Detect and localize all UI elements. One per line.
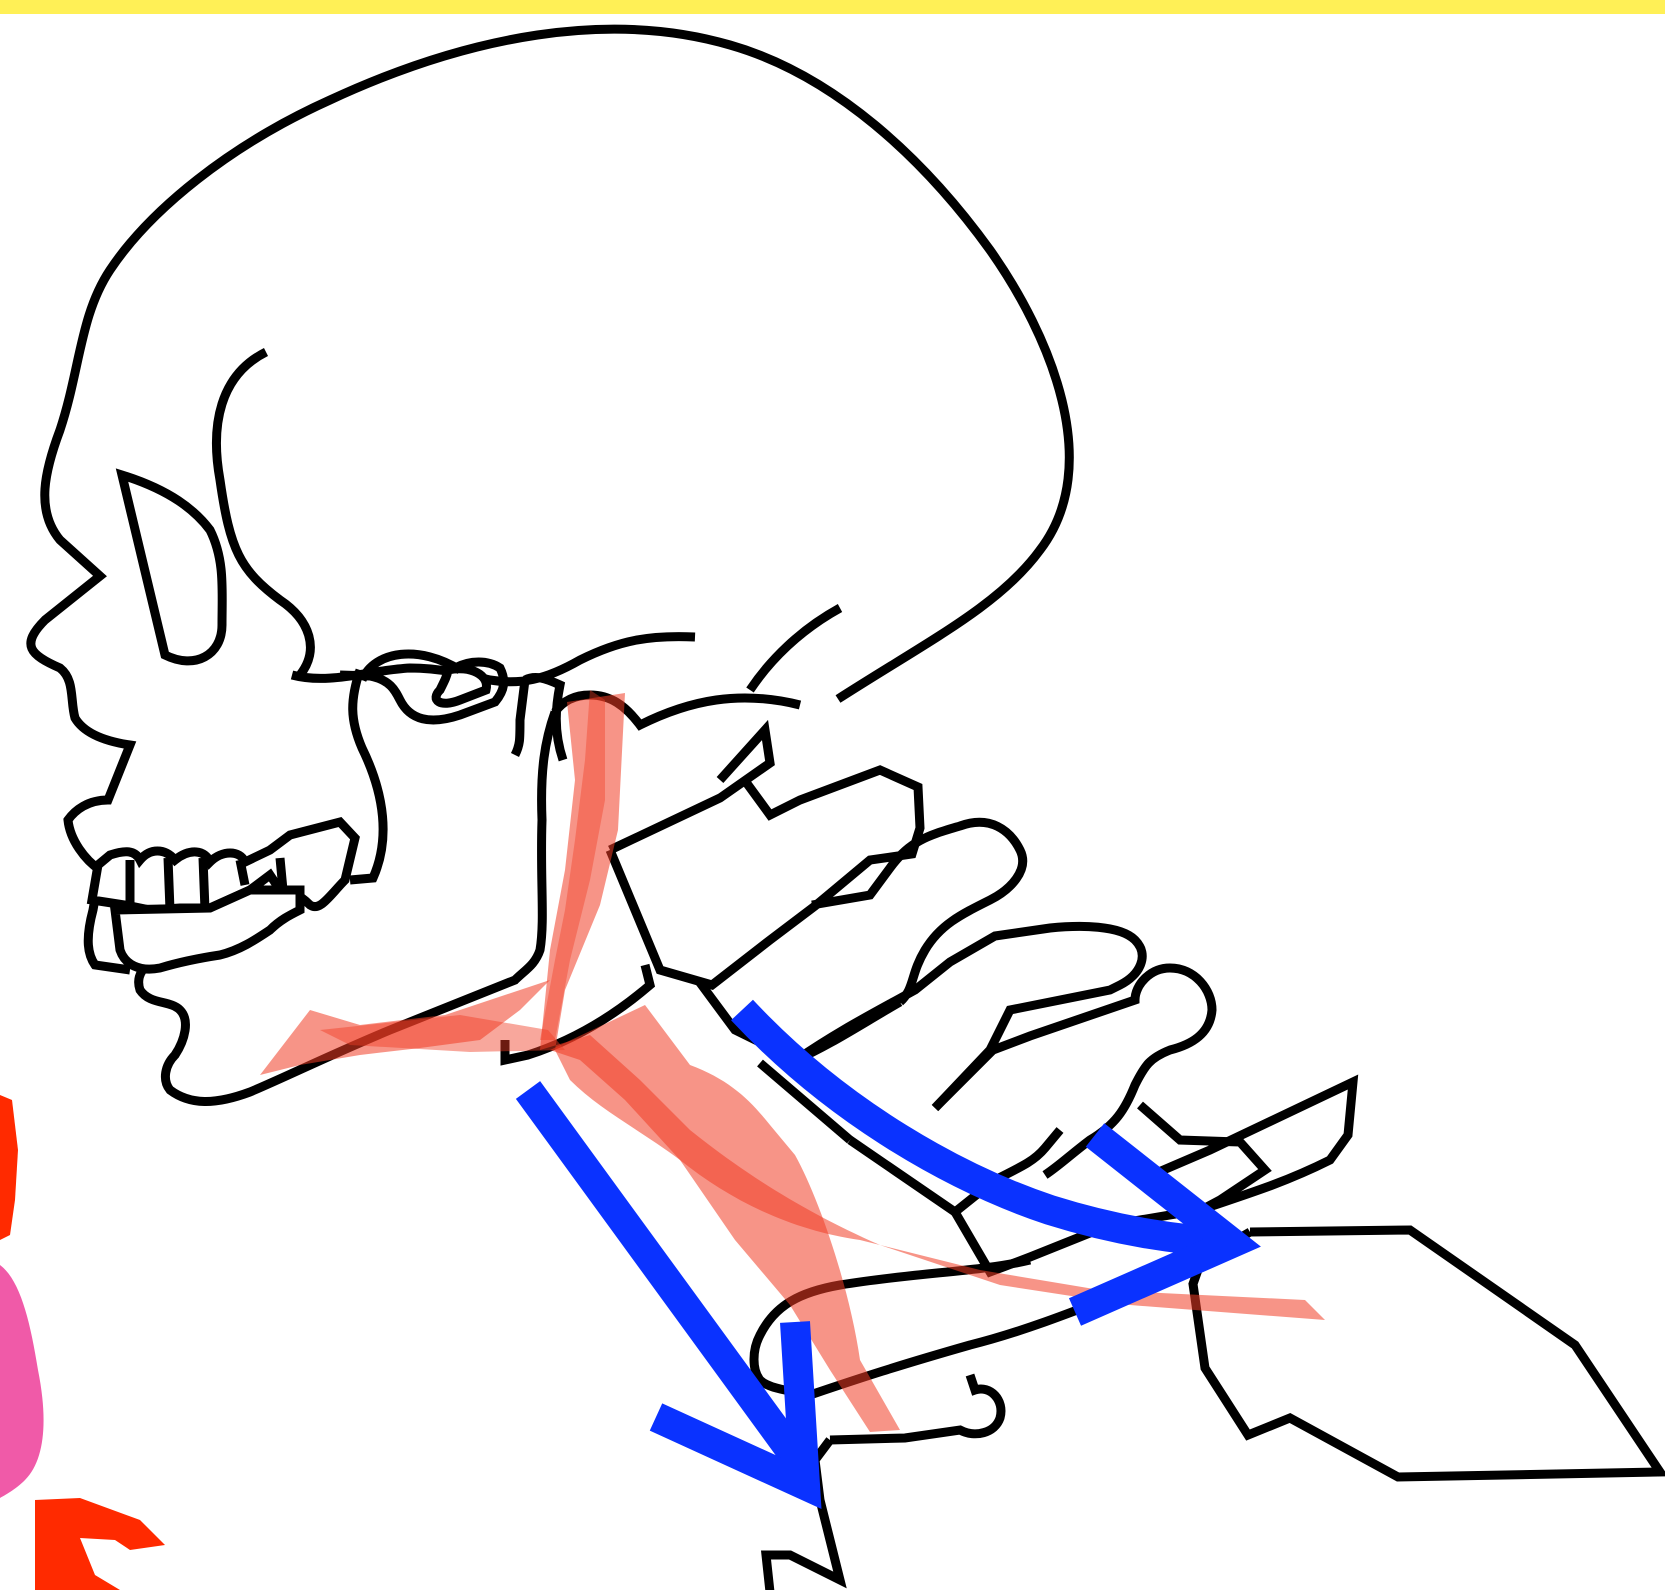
atlas-vertebra (610, 730, 770, 850)
cervical-spine (610, 730, 1660, 1477)
ear-canal (436, 669, 486, 704)
c7-spinous-process (1193, 1230, 1660, 1477)
axis-vertebra (610, 770, 920, 985)
orbit-ridge (216, 352, 310, 675)
skull (31, 29, 1069, 970)
occipital-curve (750, 608, 840, 690)
edge-decorations (0, 1095, 165, 1590)
red-mark-lower (35, 1498, 165, 1590)
nasal-cavity (122, 475, 222, 661)
cranium-outline (31, 29, 1069, 970)
pink-shape (0, 1265, 44, 1498)
red-mark-upper (0, 1095, 18, 1240)
